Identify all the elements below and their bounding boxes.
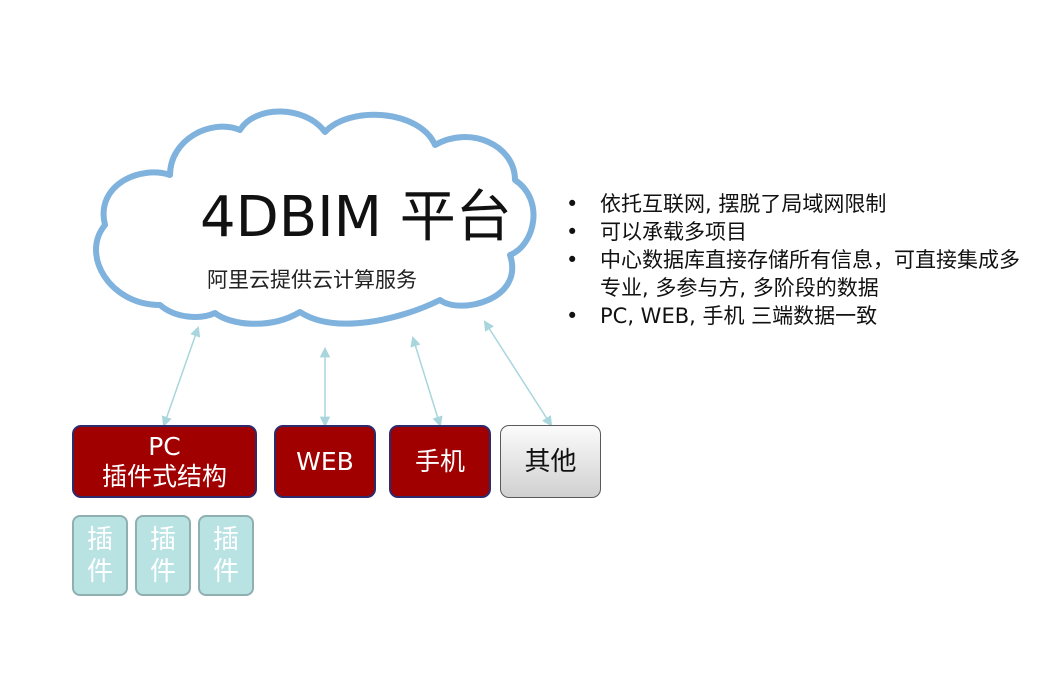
arrow-other (483, 320, 553, 427)
web-client-box: WEB (274, 425, 376, 498)
plugin-char: 件 (149, 556, 176, 587)
plugin-box: 插 件 (198, 515, 254, 596)
plugin-char: 插 (149, 524, 176, 555)
plugin-box: 插 件 (72, 515, 128, 596)
feature-list: 依托互联网, 摆脱了局域网限制 可以承载多项目 中心数据库直接存储所有信息，可直… (566, 190, 1026, 330)
plugin-char: 插 (86, 524, 113, 555)
pc-client-box: PC 插件式结构 (72, 425, 257, 498)
arrow-pc (161, 326, 201, 427)
cloud-shape (93, 108, 537, 327)
mobile-client-box: 手机 (389, 425, 491, 498)
arrow-mobile (410, 335, 443, 428)
plugin-char: 件 (212, 556, 239, 587)
platform-title: 4DBIM 平台 (200, 185, 512, 250)
pc-client-structure-label: 插件式结构 (101, 461, 227, 491)
feature-item: PC, WEB, 手机 三端数据一致 (566, 302, 1026, 330)
other-client-label: 其他 (524, 446, 577, 477)
feature-item: 中心数据库直接存储所有信息，可直接集成多专业, 多参与方, 多阶段的数据 (566, 246, 1026, 302)
plugin-box: 插 件 (135, 515, 191, 596)
other-client-box: 其他 (500, 425, 601, 498)
platform-subtitle: 阿里云提供云计算服务 (207, 268, 417, 292)
feature-item: 依托互联网, 摆脱了局域网限制 (566, 190, 1026, 218)
web-client-label: WEB (296, 446, 354, 476)
plugin-char: 插 (212, 524, 239, 555)
mobile-client-label: 手机 (414, 446, 465, 476)
pc-client-label: PC (148, 431, 181, 461)
feature-item: 可以承载多项目 (566, 218, 1026, 246)
plugin-char: 件 (86, 556, 113, 587)
